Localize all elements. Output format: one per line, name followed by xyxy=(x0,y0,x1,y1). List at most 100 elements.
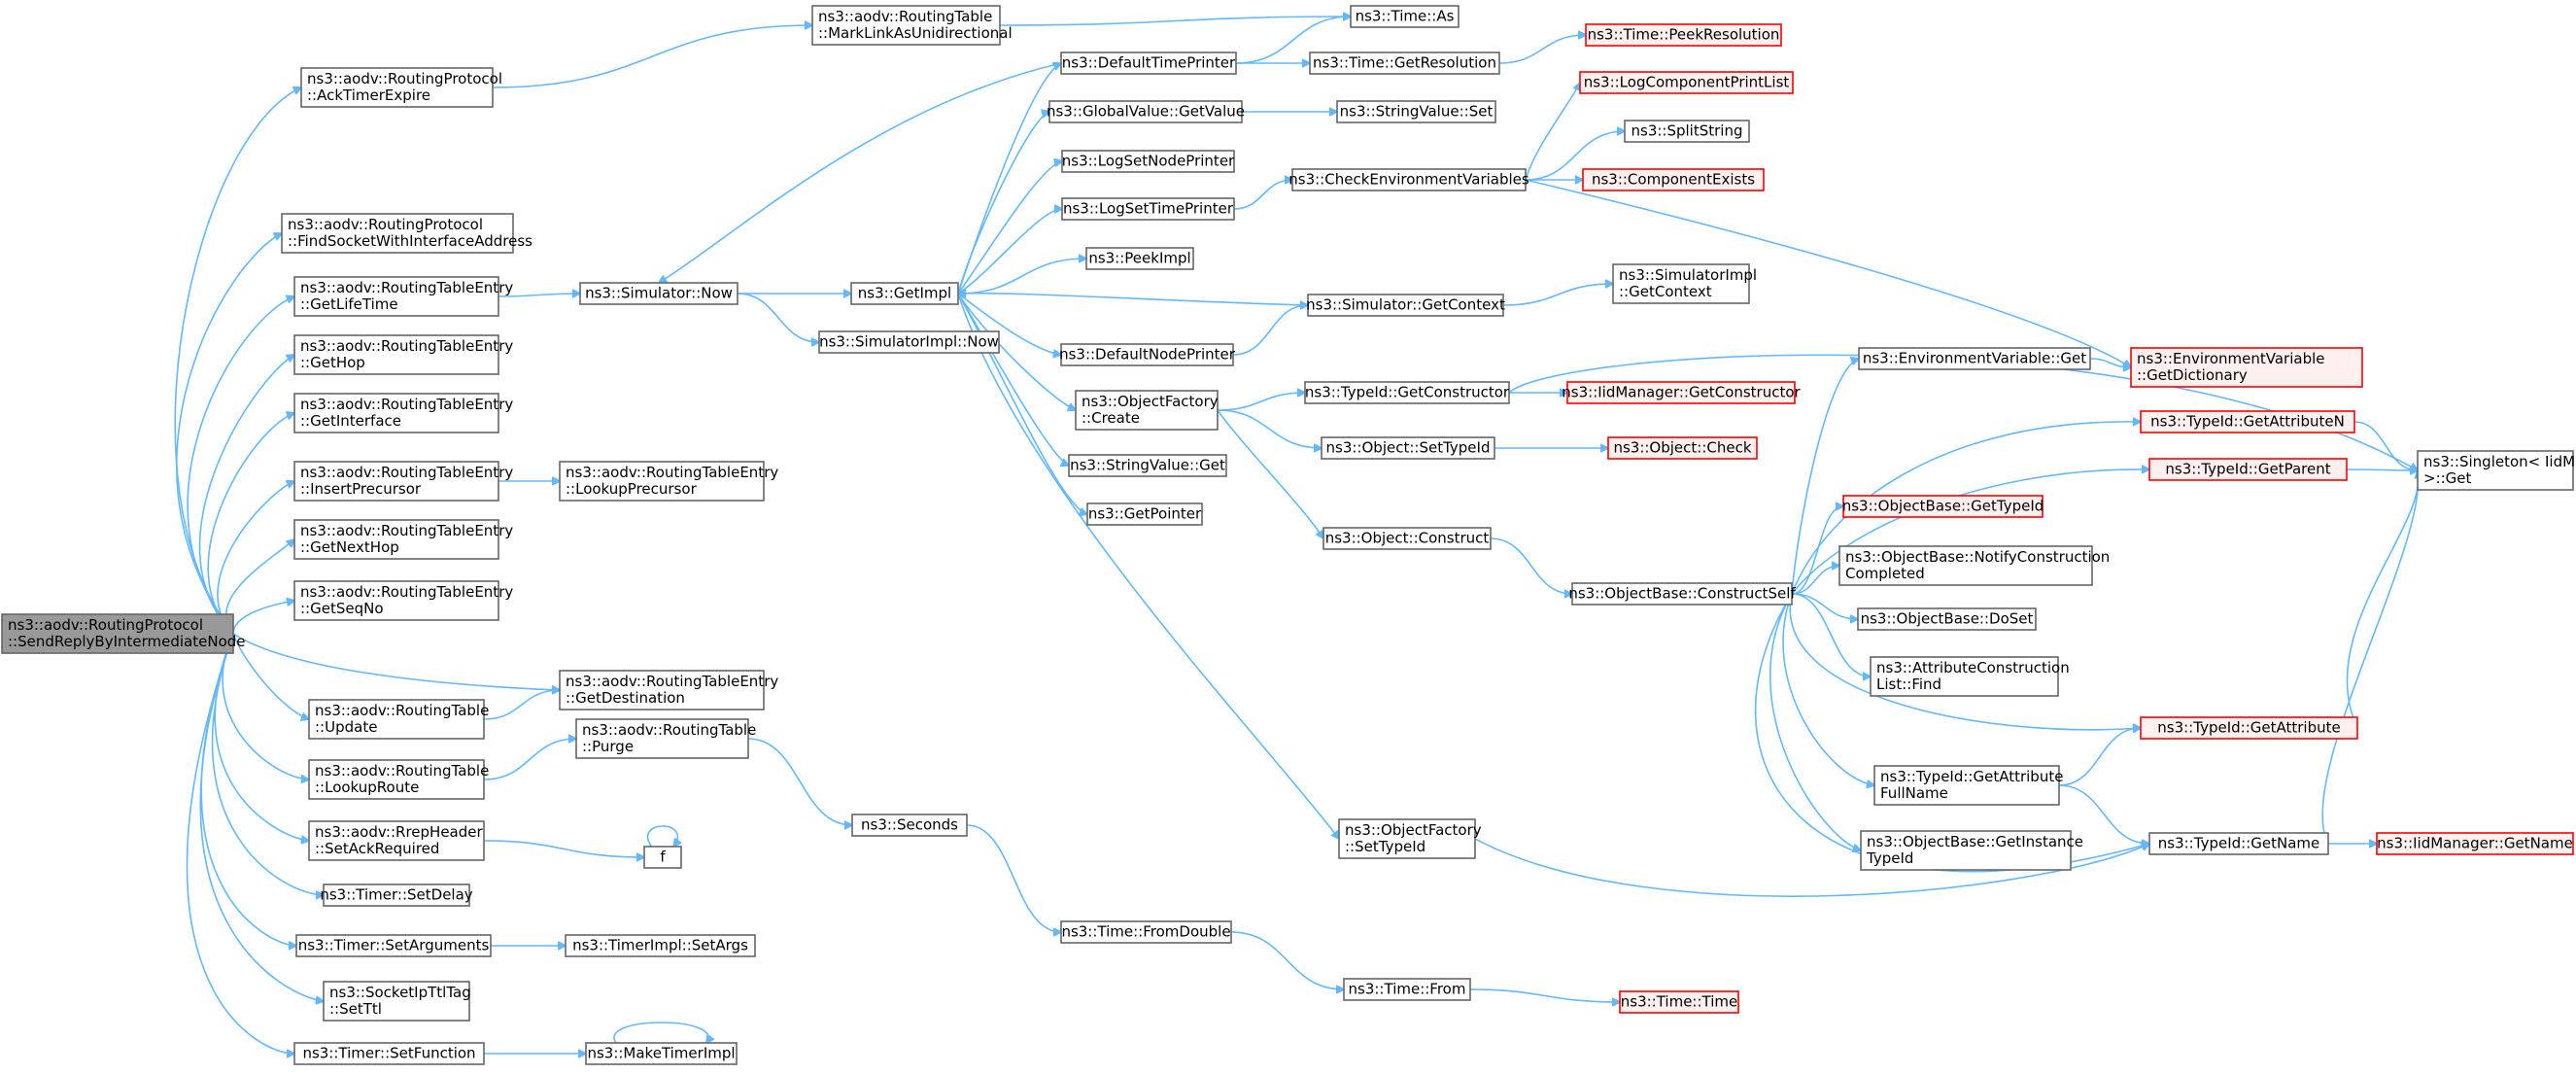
node-ns3-typeid-getparent[interactable]: ns3::TypeId::GetParent xyxy=(2148,458,2348,481)
node-box[interactable] xyxy=(293,1042,485,1065)
node-box[interactable] xyxy=(2140,716,2358,740)
node-box[interactable] xyxy=(2140,410,2355,433)
node-box[interactable] xyxy=(295,934,492,957)
node-ns3-typeid-getconstructor[interactable]: ns3::TypeId::GetConstructor xyxy=(1304,381,1510,404)
node-box[interactable] xyxy=(559,461,765,502)
node-ns3-logsettimeprinter[interactable]: ns3::LogSetTimePrinter xyxy=(1061,197,1235,221)
node-ns3-aodv-routingtable-marklinkasunidirectional[interactable]: ns3::aodv::RoutingTable::MarkLinkAsUnidi… xyxy=(811,5,1013,46)
node-box[interactable] xyxy=(293,393,499,433)
node-box[interactable] xyxy=(300,67,494,108)
node-ns3-object-construct[interactable]: ns3::Object::Construct xyxy=(1322,527,1492,550)
node-box[interactable] xyxy=(308,759,485,800)
node-box[interactable] xyxy=(585,1042,738,1065)
node-box[interactable] xyxy=(1842,495,2044,518)
node-ns3-stringvalue-set[interactable]: ns3::StringValue::Set xyxy=(1336,100,1496,123)
node-ns3-aodv-routingtable-purge[interactable]: ns3::aodv::RoutingTable::Purge xyxy=(575,718,756,759)
node-ns3-splitstring[interactable]: ns3::SplitString xyxy=(1624,120,1750,143)
node-box[interactable] xyxy=(1338,818,1476,859)
node-ns3-globalvalue-getvalue[interactable]: ns3::GlobalValue::GetValue xyxy=(1047,100,1245,123)
node-ns3-objectbase-constructself[interactable]: ns3::ObjectBase::ConstructSelf xyxy=(1568,582,1796,606)
node-ns3-aodv-routingtableentry-getdestination[interactable]: ns3::aodv::RoutingTableEntry::GetDestina… xyxy=(559,670,778,710)
node-box[interactable] xyxy=(323,981,470,1022)
node-box[interactable] xyxy=(818,330,1000,354)
node-box[interactable] xyxy=(308,699,485,740)
node-ns3-aodv-routingtableentry-getinterface[interactable]: ns3::aodv::RoutingTableEntry::GetInterfa… xyxy=(293,393,513,433)
node-ns3-typeid-getname[interactable]: ns3::TypeId::GetName xyxy=(2148,832,2329,855)
node-box[interactable] xyxy=(2148,832,2329,855)
node-box[interactable] xyxy=(643,846,682,869)
node-box[interactable] xyxy=(1873,765,2060,806)
node-ns3-objectbase-doset[interactable]: ns3::ObjectBase::DoSet xyxy=(1857,607,2037,631)
node-ns3-aodv-routingtable-lookuproute[interactable]: ns3::aodv::RoutingTable::LookupRoute xyxy=(308,759,489,800)
node-box[interactable] xyxy=(1624,120,1750,143)
node-ns3-defaulttimeprinter[interactable]: ns3::DefaultTimePrinter xyxy=(1060,52,1237,75)
node-box[interactable] xyxy=(1582,168,1765,191)
node-box[interactable] xyxy=(1075,390,1219,431)
node-ns3-time-time[interactable]: ns3::Time::Time xyxy=(1619,990,1739,1014)
node-box[interactable] xyxy=(1571,582,1793,606)
node-ns3-aodv-rrepheader-setackrequired[interactable]: ns3::aodv::RrepHeader::SetAckRequired xyxy=(308,820,485,861)
node-ns3-time-getresolution[interactable]: ns3::Time::GetResolution xyxy=(1309,52,1500,75)
node-ns3-time-as[interactable]: ns3::Time::As xyxy=(1350,5,1460,28)
node-box[interactable] xyxy=(579,282,738,305)
node-ns3-typeid-getattributen[interactable]: ns3::TypeId::GetAttributeN xyxy=(2140,410,2355,433)
node-box[interactable] xyxy=(281,213,514,254)
node-box[interactable] xyxy=(1579,71,1794,94)
node-box[interactable] xyxy=(2148,458,2348,481)
node-box[interactable] xyxy=(1085,247,1194,270)
node-ns3-environmentvariable-getdictionary[interactable]: ns3::EnvironmentVariable::GetDictionary xyxy=(2130,347,2363,388)
node-box[interactable] xyxy=(293,519,499,560)
node-box[interactable] xyxy=(1086,502,1203,526)
node-ns3-logsetnodeprinter[interactable]: ns3::LogSetNodePrinter xyxy=(1061,150,1235,173)
node-box[interactable] xyxy=(1061,197,1235,221)
node-ns3-aodv-routingtableentry-gethop[interactable]: ns3::aodv::RoutingTableEntry::GetHop xyxy=(293,334,513,375)
node-box[interactable] xyxy=(1060,343,1234,366)
node-ns3-aodv-routingprotocol-acktimerexpire[interactable]: ns3::aodv::RoutingProtocol::AckTimerExpi… xyxy=(300,67,502,108)
node-box[interactable] xyxy=(1048,100,1243,123)
node-ns3-aodv-routingtableentry-insertprecursor[interactable]: ns3::aodv::RoutingTableEntry::InsertPrec… xyxy=(293,461,513,502)
node-box[interactable] xyxy=(1566,381,1796,404)
node-box[interactable] xyxy=(1858,347,2091,370)
node-ns3-getimpl[interactable]: ns3::GetImpl xyxy=(850,282,959,305)
node-ns3-object-check[interactable]: ns3::Object::Check xyxy=(1607,436,1758,460)
node-ns3-checkenvironmentvariables[interactable]: ns3::CheckEnvironmentVariables xyxy=(1288,168,1529,191)
node-ns3-objectbase-gettypeid[interactable]: ns3::ObjectBase::GetTypeId xyxy=(1842,495,2044,518)
node-ns3-aodv-routingtableentry-getnexthop[interactable]: ns3::aodv::RoutingTableEntry::GetNextHop xyxy=(293,519,513,560)
node-box[interactable] xyxy=(1838,545,2093,586)
node-box[interactable] xyxy=(811,5,1001,46)
node-box[interactable] xyxy=(323,883,470,907)
node-ns3-aodv-routingprotocol-findsocketwithinterfaceaddress[interactable]: ns3::aodv::RoutingProtocol::FindSocketWi… xyxy=(281,213,532,254)
node-box[interactable] xyxy=(559,670,765,710)
node-box[interactable] xyxy=(2130,347,2363,388)
node-box[interactable] xyxy=(565,934,756,957)
node-ns3-objectfactory-create[interactable]: ns3::ObjectFactory::Create xyxy=(1075,390,1219,431)
node-ns3-aodv-routingtable-update[interactable]: ns3::aodv::RoutingTable::Update xyxy=(308,699,489,740)
node-ns3-maketimerimpl[interactable]: ns3::MakeTimerImpl xyxy=(585,1042,738,1065)
node-ns3-simulatorimpl-getcontext[interactable]: ns3::SimulatorImpl::GetContext xyxy=(1612,263,1757,304)
node-ns3-timer-setfunction[interactable]: ns3::Timer::SetFunction xyxy=(293,1042,485,1065)
node-ns3-logcomponentprintlist[interactable]: ns3::LogComponentPrintList xyxy=(1579,71,1794,94)
node-ns3-timerimpl-setargs[interactable]: ns3::TimerImpl::SetArgs xyxy=(565,934,756,957)
node-box[interactable] xyxy=(1322,527,1492,550)
node-box[interactable] xyxy=(850,282,959,305)
node-box[interactable] xyxy=(1060,52,1237,75)
node-box[interactable] xyxy=(1612,263,1750,304)
node-ns3-simulatorimpl-now[interactable]: ns3::SimulatorImpl::Now xyxy=(818,330,1000,354)
node-box[interactable] xyxy=(1060,920,1232,944)
node-box[interactable] xyxy=(1607,436,1758,460)
node-box[interactable] xyxy=(308,820,485,861)
node-box[interactable] xyxy=(1068,454,1227,477)
node-ns3-typeid-getattribute[interactable]: ns3::TypeId::GetAttribute xyxy=(2140,716,2358,740)
node-ns3-aodv-routingtableentry-getlifetime[interactable]: ns3::aodv::RoutingTableEntry::GetLifeTim… xyxy=(293,276,513,317)
node-box[interactable] xyxy=(1350,5,1460,28)
node-ns3-objectbase-notifyconstructioncompleted[interactable]: ns3::ObjectBase::NotifyConstructionCompl… xyxy=(1838,545,2110,586)
node-ns3-aodv-routingprotocol-sendreplybyintermediatenode[interactable]: ns3::aodv::RoutingProtocol::SendReplyByI… xyxy=(1,613,246,654)
node-ns3-singleton-iidmanager-get[interactable]: ns3::Singleton< IidManager >::Get xyxy=(2417,450,2576,491)
node-ns3-timer-setdelay[interactable]: ns3::Timer::SetDelay xyxy=(320,883,473,907)
node-ns3-objectfactory-settypeid[interactable]: ns3::ObjectFactory::SetTypeId xyxy=(1338,818,1482,859)
node-ns3-time-peekresolution[interactable]: ns3::Time::PeekResolution xyxy=(1585,23,1782,47)
node-ns3-getpointer[interactable]: ns3::GetPointer xyxy=(1086,502,1203,526)
node-box[interactable] xyxy=(293,276,499,317)
